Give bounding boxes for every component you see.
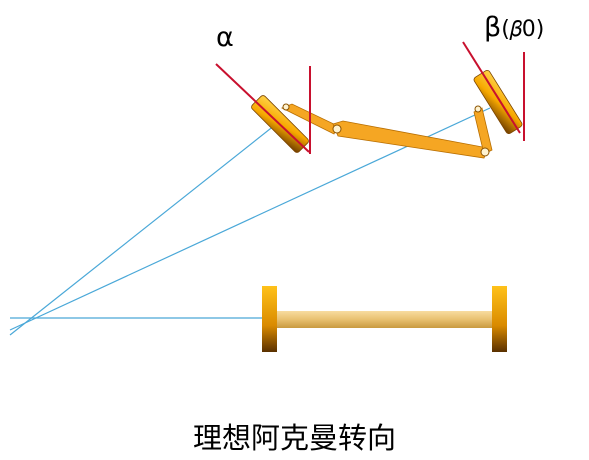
rear-right-wheel — [492, 286, 507, 352]
alpha-wheel-direction-line — [215, 63, 310, 153]
rear-axle-assembly — [262, 286, 507, 352]
diagram-caption: 理想阿克曼转向 — [192, 421, 396, 455]
inner-wheel-projection-line — [9, 124, 276, 336]
angle-reference-lines — [215, 41, 525, 154]
beta-wheel-direction-line — [462, 41, 521, 134]
left-kingpin-joint — [282, 103, 290, 111]
tie-rod — [332, 120, 489, 159]
beta-subscript: (𝛽0) — [501, 17, 545, 42]
rear-left-wheel — [262, 286, 277, 352]
beta-symbol: β — [484, 12, 502, 43]
beta-angle-label: β(𝛽0) — [484, 12, 544, 43]
rear-axle — [276, 311, 494, 328]
left-joint — [332, 124, 342, 134]
right-joint — [480, 147, 490, 157]
steering-linkage — [281, 103, 493, 159]
right-kingpin-joint — [474, 105, 482, 113]
alpha-angle-label: α — [216, 22, 234, 53]
